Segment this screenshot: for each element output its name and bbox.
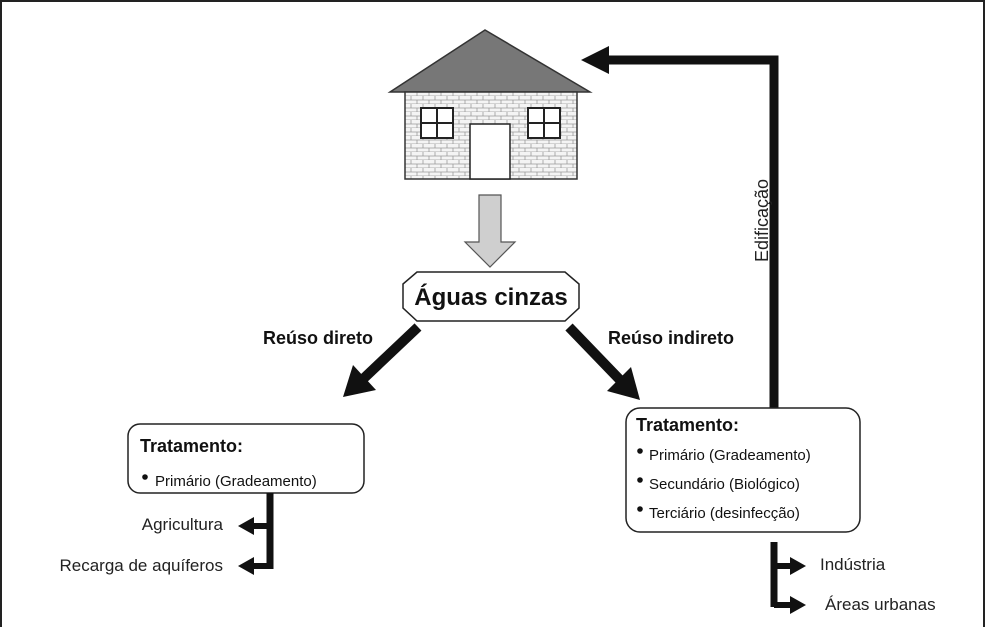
direct-reuse-label: Reúso direto: [263, 328, 373, 348]
right-treatment-item: Primário (Gradeamento): [649, 447, 811, 464]
left-treatment-box: Tratamento: Primário (Gradeamento): [127, 423, 365, 494]
greywater-node: Águas cinzas: [402, 271, 580, 322]
edification-return-arrow: [581, 46, 779, 408]
bullet-icon: [637, 506, 643, 512]
left-treatment-title: Tratamento:: [140, 436, 243, 456]
direct-reuse-arrow: [343, 323, 422, 397]
right-output-arrows: [770, 542, 806, 614]
right-treatment-title: Tratamento:: [636, 415, 739, 435]
output-aquifer-recharge: Recarga de aquíferos: [60, 556, 224, 575]
output-agriculture: Agricultura: [142, 515, 224, 534]
right-treatment-item: Secundário (Biológico): [649, 476, 800, 493]
house-icon: [387, 29, 593, 180]
house-window-left: [420, 107, 454, 139]
bullet-icon: [637, 477, 643, 483]
house-door: [469, 123, 511, 180]
output-urban-areas: Áreas urbanas: [825, 595, 936, 614]
left-output-arrows: [238, 493, 274, 575]
output-industry: Indústria: [820, 555, 886, 574]
bullet-icon: [142, 474, 148, 480]
right-treatment-item: Terciário (desinfecção): [649, 505, 800, 522]
edification-label: Edificação: [752, 179, 772, 262]
indirect-reuse-arrow: [565, 323, 640, 400]
right-treatment-box: Tratamento: Primário (Gradeamento) Secun…: [625, 407, 861, 533]
greywater-label: Águas cinzas: [414, 283, 567, 311]
bullet-icon: [637, 448, 643, 454]
house-window-right: [527, 107, 561, 139]
left-treatment-item: Primário (Gradeamento): [155, 473, 317, 490]
house-to-greywater-arrow: [463, 194, 517, 268]
indirect-reuse-label: Reúso indireto: [608, 328, 734, 348]
